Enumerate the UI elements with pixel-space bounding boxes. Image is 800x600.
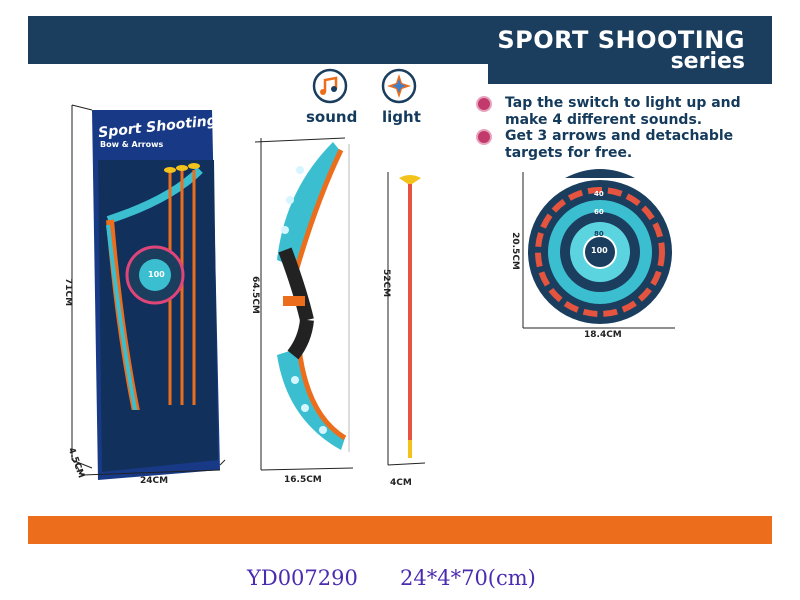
light-star-icon (381, 68, 417, 104)
target-width-label: 18.4CM (584, 330, 622, 340)
arrow-width-label: 4CM (390, 478, 412, 488)
bow-illustration (254, 137, 354, 471)
header-banner (28, 16, 772, 84)
bow-width-label: 16.5CM (284, 475, 322, 485)
feature-label-light: light (382, 108, 421, 126)
bullet-dot (478, 98, 490, 110)
feature-light: light (376, 68, 426, 126)
bullet-text: Tap the switch to light up and make 4 di… (505, 95, 741, 128)
package-height-label: 71CM (63, 277, 74, 307)
feature-label-sound: sound (306, 108, 358, 126)
music-note-icon (312, 68, 348, 104)
package-width-label: 24CM (140, 476, 169, 486)
target-height-label: 20.5CM (509, 232, 520, 270)
bullet-dot (478, 131, 490, 143)
bullet-item: Tap the switch to light up and make 4 di… (478, 95, 778, 131)
product-size: 24*4*70(cm) (400, 566, 536, 590)
target-ring-score: 60 (594, 208, 604, 216)
bullet-text: Get 3 arrows and detachable targets for … (505, 128, 734, 161)
target-center-score: 100 (591, 246, 608, 255)
header-subtitle: series (670, 49, 745, 74)
header-title: SPORT SHOOTING (497, 26, 745, 54)
package-illustration (71, 104, 226, 480)
target-ring-score: 40 (594, 190, 604, 198)
arrow-illustration (387, 172, 426, 466)
bow-height-label: 64.5CM (249, 276, 260, 314)
bullet-item: Get 3 arrows and detachable targets for … (478, 128, 778, 164)
package-subtitle: Bow & Arrows (100, 140, 164, 149)
product-code: YD007290 (247, 566, 358, 590)
target-ring-score: 80 (594, 230, 604, 238)
target-illustration (522, 169, 675, 329)
package-badge: 100 (148, 270, 165, 279)
feature-sound: sound (304, 68, 358, 126)
footer-accent-bar (28, 516, 772, 544)
arrow-length-label: 52CM (381, 268, 392, 298)
